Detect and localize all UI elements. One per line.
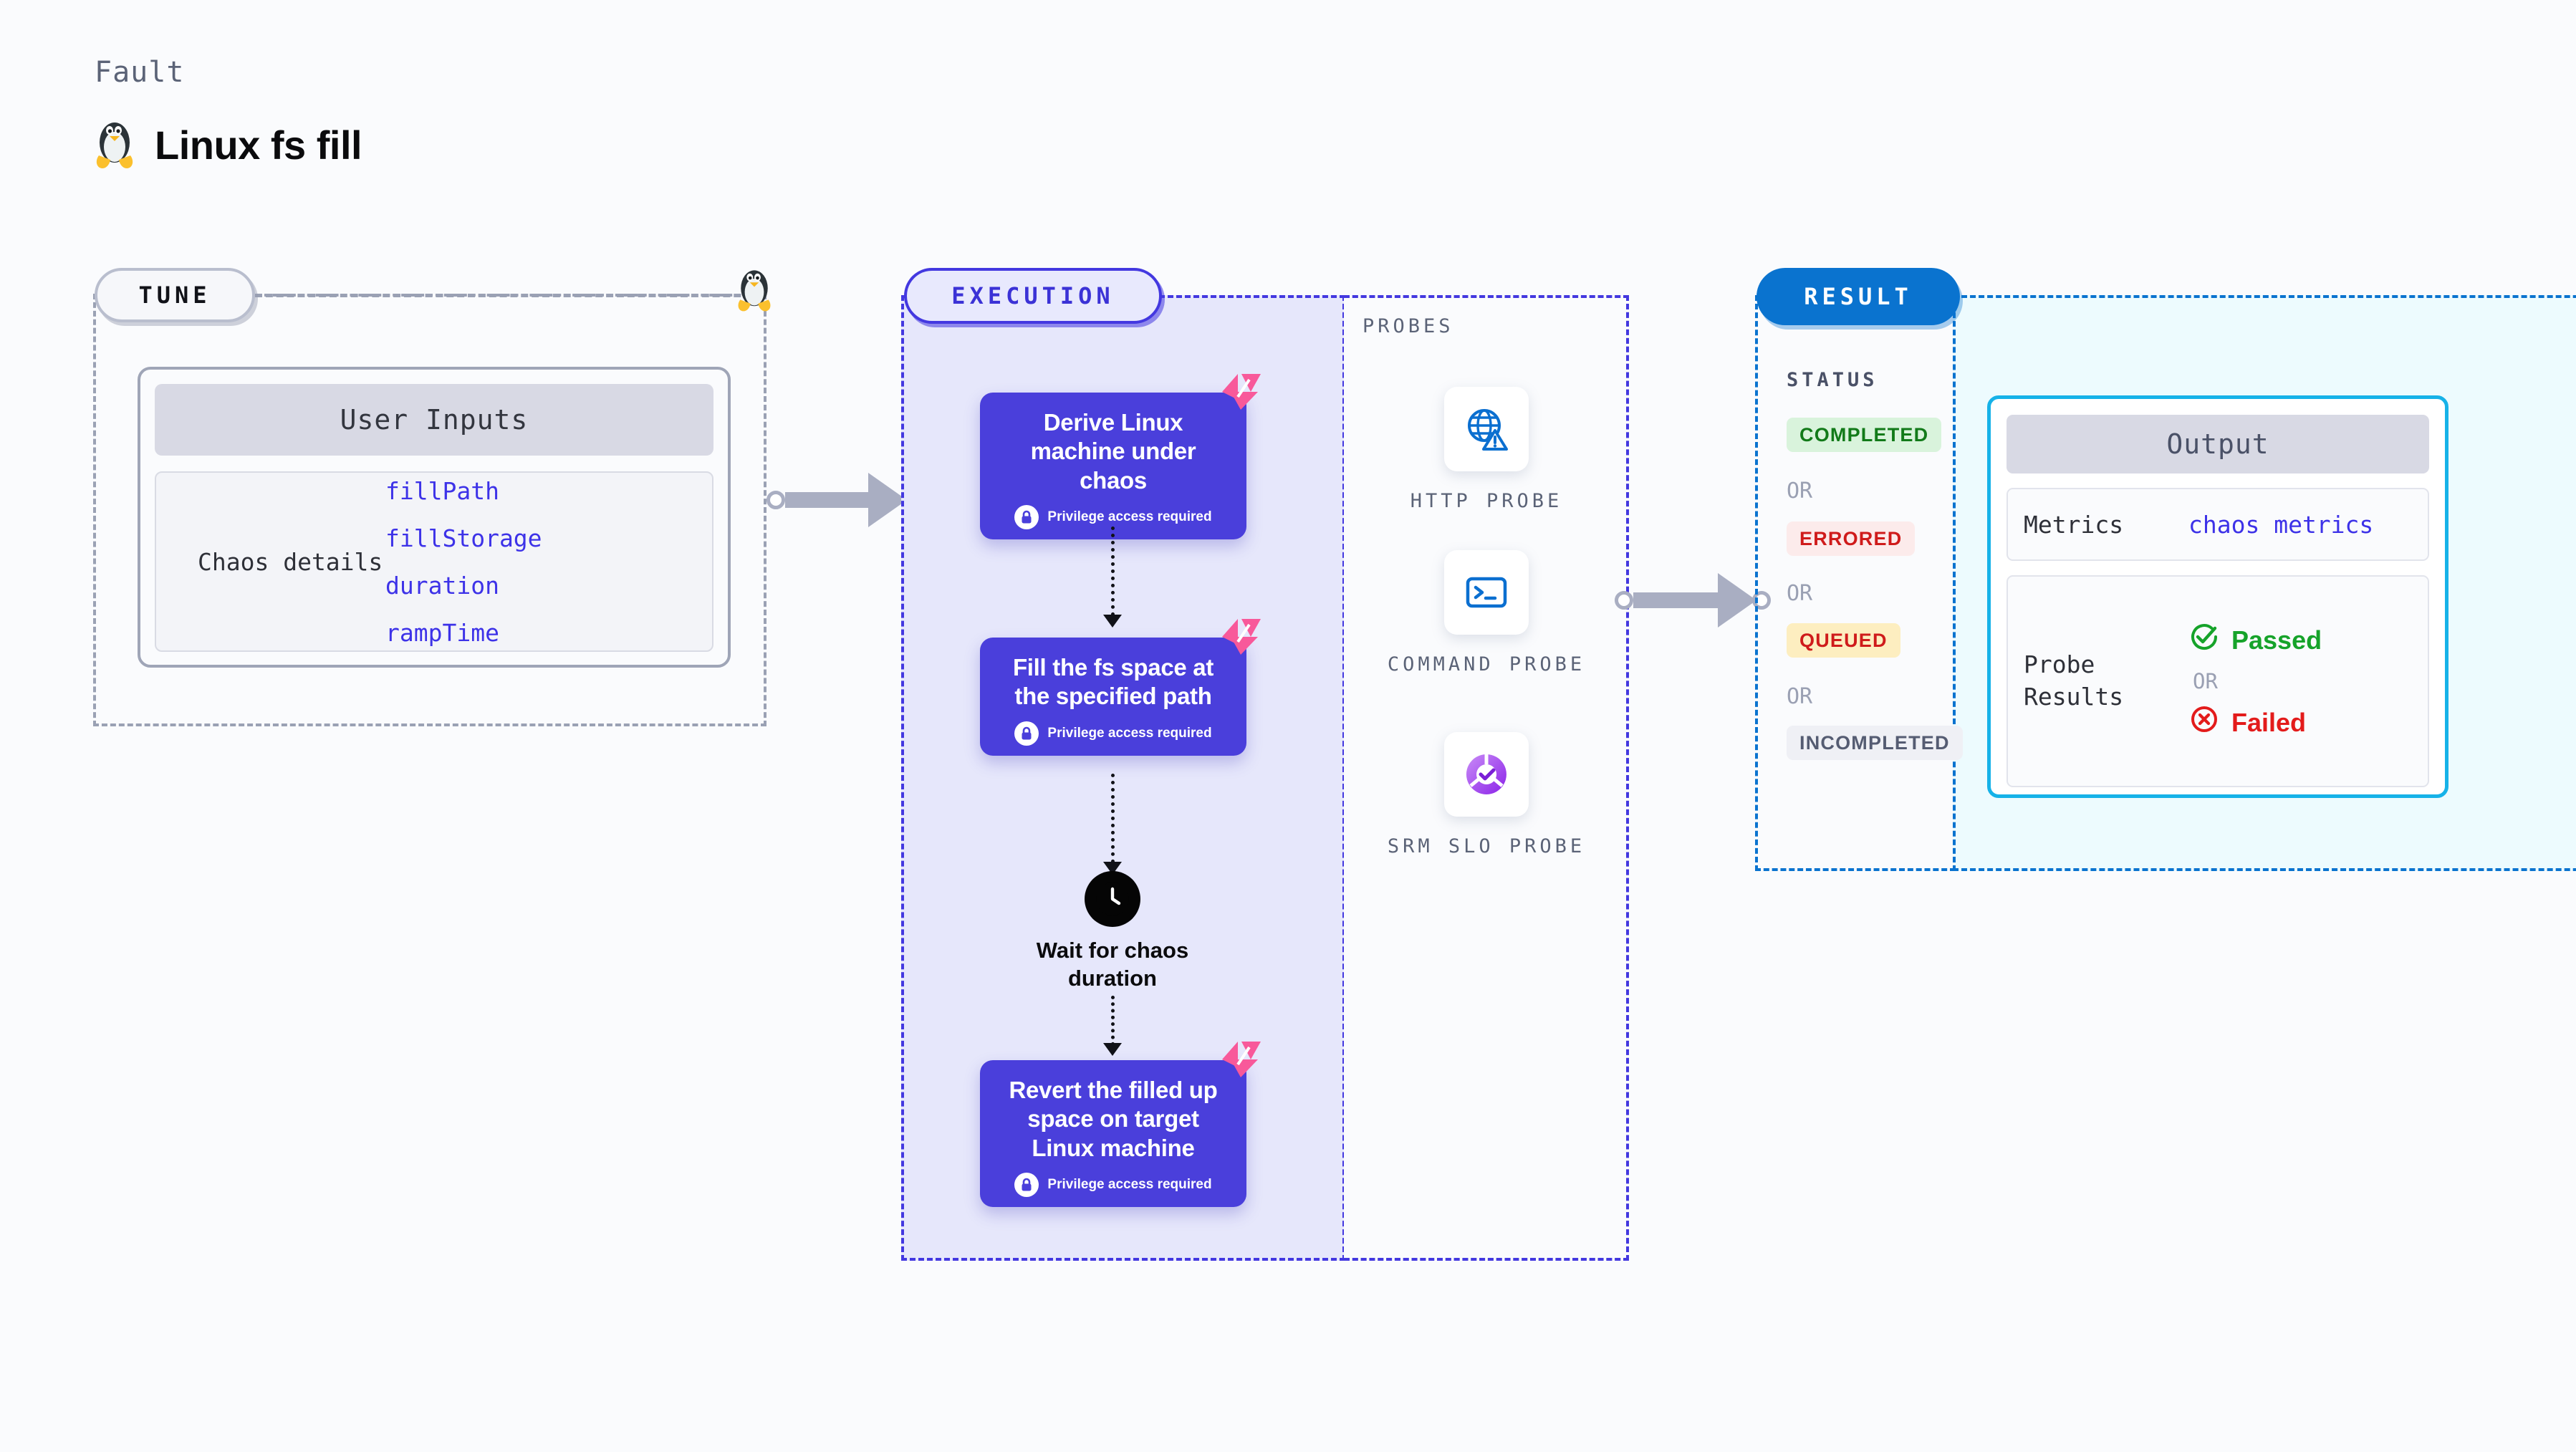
status-or-separator-3: OR xyxy=(1787,684,1813,709)
output-probe-results-values: Passed OR Failed xyxy=(2188,621,2322,741)
connector-arrowhead-icon xyxy=(868,473,907,527)
probes-section-title: PROBES xyxy=(1363,315,1454,337)
status-badge-incompleted: INCOMPLETED xyxy=(1787,726,1963,760)
chaos-detail-duration[interactable]: duration xyxy=(385,571,499,600)
phase-pill-result[interactable]: RESULT xyxy=(1756,268,1960,325)
chaos-details-values: fillPath fillStorage duration rampTime xyxy=(385,477,542,647)
execution-flow-line-1 xyxy=(1111,527,1115,616)
probe-item-srm-slo-label: SRM SLO PROBE xyxy=(1387,835,1586,857)
probe-item-http[interactable]: HTTP PROBE xyxy=(1379,387,1594,516)
status-badge-completed: COMPLETED xyxy=(1787,418,1942,452)
output-metrics-row: Metrics chaos metrics xyxy=(2007,488,2429,561)
terminal-icon xyxy=(1444,550,1529,635)
status-or-separator-2: OR xyxy=(1787,581,1813,606)
connector-tune-to-execution xyxy=(766,457,921,543)
connector-arrowhead-icon xyxy=(1718,573,1756,628)
litmus-chaos-icon xyxy=(1221,1040,1262,1082)
fault-title-row: Linux fs fill xyxy=(95,118,362,171)
linux-penguin-icon xyxy=(95,118,135,171)
probe-item-srm-slo[interactable]: SRM SLO PROBE xyxy=(1379,732,1594,862)
connector-bar xyxy=(1633,592,1719,608)
probe-result-failed: Failed xyxy=(2188,703,2322,741)
connector-bar xyxy=(785,492,870,508)
execution-flow-line-2 xyxy=(1111,774,1115,863)
wait-for-chaos-duration-node: Wait for chaos duration xyxy=(1034,871,1191,993)
output-probe-results-row: Probe Results Passed OR xyxy=(2007,575,2429,787)
execution-step-1-privilege-note: Privilege access required xyxy=(994,504,1232,529)
execution-step-3-title: Revert the filled up space on target Lin… xyxy=(1009,1077,1218,1161)
execution-step-2-title: Fill the fs space at the specified path xyxy=(1012,654,1214,710)
chaos-detail-fillstorage[interactable]: fillStorage xyxy=(385,524,542,552)
probe-result-passed: Passed xyxy=(2188,621,2322,659)
output-card-header: Output xyxy=(2007,415,2429,473)
lock-icon xyxy=(1014,721,1039,746)
clock-icon xyxy=(1085,871,1140,927)
phase-pill-tune[interactable]: TUNE xyxy=(95,268,255,322)
chaos-details-row: Chaos details fillPath fillStorage durat… xyxy=(155,471,713,652)
connector-probes-to-result xyxy=(1615,557,1771,643)
page-title: Linux fs fill xyxy=(155,122,362,168)
slo-donut-check-icon xyxy=(1444,732,1529,817)
probe-result-or-label: OR xyxy=(2193,669,2218,693)
probe-item-command[interactable]: COMMAND PROBE xyxy=(1379,550,1594,680)
probe-item-http-label: HTTP PROBE xyxy=(1410,490,1563,512)
connector-start-dot xyxy=(1615,591,1633,610)
x-circle-icon xyxy=(2188,703,2220,741)
status-section-title: STATUS xyxy=(1787,369,1878,391)
probe-result-or-separator: OR xyxy=(2188,669,2322,693)
litmus-chaos-icon xyxy=(1221,372,1262,415)
tune-connector-linux-penguin-icon xyxy=(736,266,772,314)
lock-icon xyxy=(1014,504,1039,529)
status-badge-queued: QUEUED xyxy=(1787,623,1900,658)
chaos-detail-fillpath[interactable]: fillPath xyxy=(385,476,499,505)
output-probe-results-label: Probe Results xyxy=(2024,650,2124,711)
globe-warning-icon xyxy=(1444,387,1529,471)
connector-start-dot xyxy=(766,491,785,509)
execution-step-3-privilege-text: Privilege access required xyxy=(1047,1176,1212,1192)
litmus-chaos-icon xyxy=(1221,617,1262,660)
execution-flow-line-3 xyxy=(1111,996,1115,1046)
execution-step-1-title: Derive Linux machine under chaos xyxy=(1030,409,1196,494)
status-badge-errored: ERRORED xyxy=(1787,521,1916,556)
phase-pill-execution[interactable]: EXECUTION xyxy=(904,268,1162,324)
output-metrics-value[interactable]: chaos metrics xyxy=(2188,510,2374,539)
wait-node-label: Wait for chaos duration xyxy=(1036,938,1189,991)
execution-flow-arrowhead-1-icon xyxy=(1103,615,1122,628)
lock-icon xyxy=(1014,1172,1039,1197)
execution-step-2-privilege-text: Privilege access required xyxy=(1047,725,1212,741)
output-card: Output Metrics chaos metrics Probe Resul… xyxy=(1987,395,2448,798)
status-or-separator-1: OR xyxy=(1787,479,1813,504)
output-metrics-label: Metrics xyxy=(2024,510,2124,539)
execution-step-1-privilege-text: Privilege access required xyxy=(1047,509,1212,524)
execution-step-3-privilege-note: Privilege access required xyxy=(994,1172,1232,1197)
execution-step-1[interactable]: Derive Linux machine under chaos Privile… xyxy=(980,374,1261,539)
execution-step-2[interactable]: Fill the fs space at the specified path … xyxy=(980,619,1261,756)
execution-step-2-privilege-note: Privilege access required xyxy=(994,721,1232,746)
probe-result-passed-label: Passed xyxy=(2231,625,2322,655)
execution-step-3[interactable]: Revert the filled up space on target Lin… xyxy=(980,1042,1261,1207)
tune-connector-dashline xyxy=(255,294,762,297)
probes-container-border xyxy=(1344,295,1629,1261)
probe-result-failed-label: Failed xyxy=(2231,707,2307,737)
probe-item-command-label: COMMAND PROBE xyxy=(1387,653,1586,675)
user-inputs-card-header: User Inputs xyxy=(155,384,713,456)
user-inputs-card: User Inputs Chaos details fillPath fillS… xyxy=(138,367,731,668)
chaos-detail-ramptime[interactable]: rampTime xyxy=(385,618,499,647)
chaos-details-label: Chaos details xyxy=(198,547,383,576)
check-circle-icon xyxy=(2188,621,2220,659)
fault-kicker-label: Fault xyxy=(95,56,185,89)
execution-flow-arrowhead-3-icon xyxy=(1103,1043,1122,1056)
